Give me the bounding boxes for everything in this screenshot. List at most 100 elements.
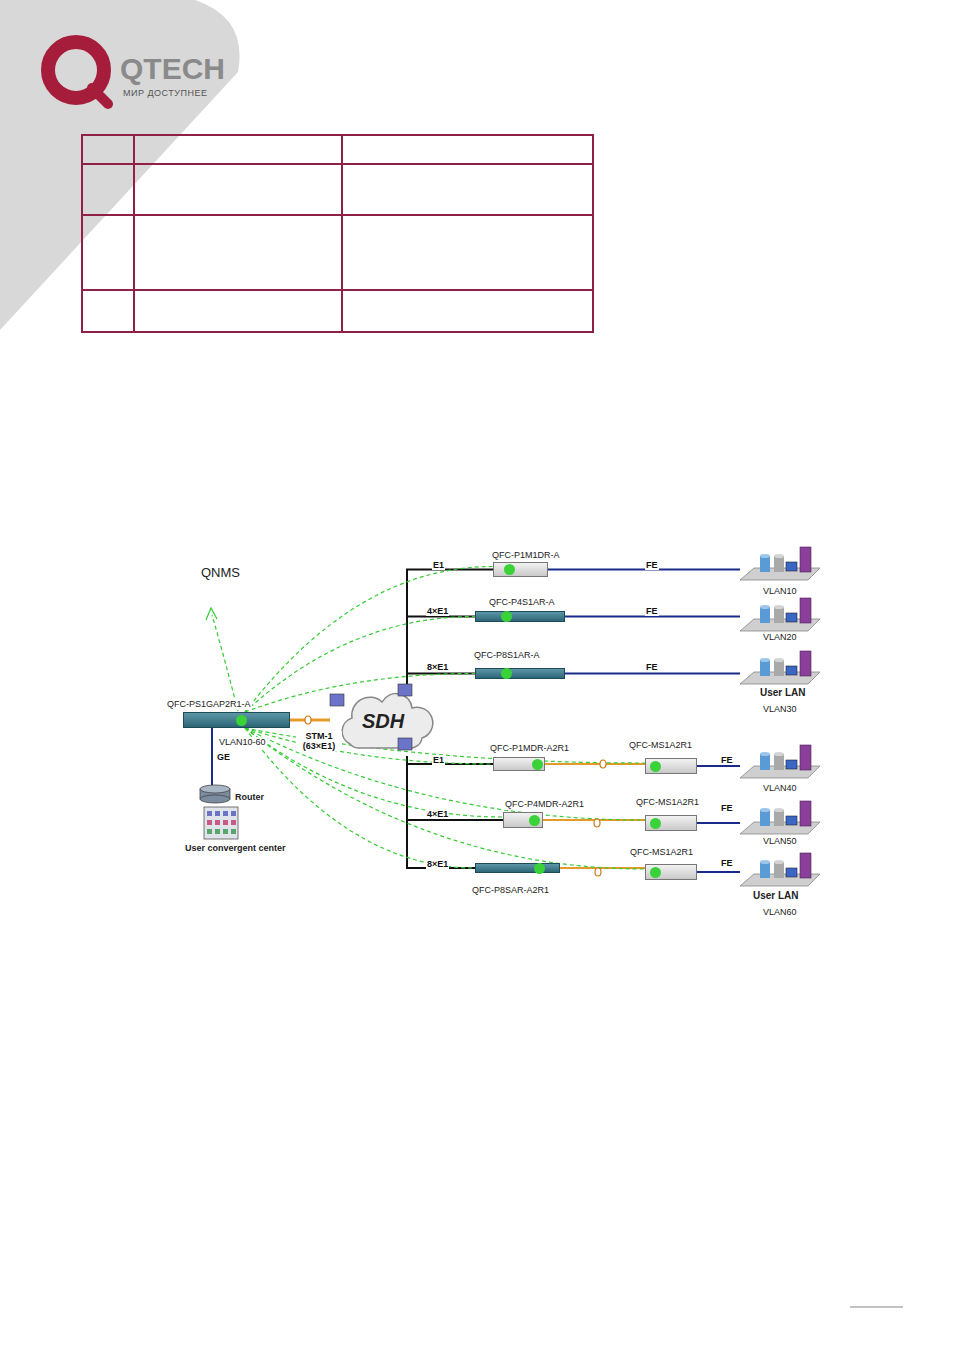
link-line bbox=[697, 871, 740, 873]
panel-key bbox=[215, 820, 220, 825]
panel-key bbox=[215, 829, 220, 834]
server-drum bbox=[760, 658, 770, 662]
device-node: QFC-P8S1AR-A bbox=[475, 668, 565, 679]
panel-key bbox=[207, 820, 212, 825]
router-top bbox=[200, 785, 230, 793]
fiber-symbol bbox=[595, 868, 601, 876]
tower-pc bbox=[800, 801, 811, 826]
lan-icon bbox=[740, 597, 820, 631]
server-drum bbox=[760, 808, 770, 812]
link-label: FE bbox=[645, 662, 659, 672]
qnms-link bbox=[212, 615, 238, 711]
management-link bbox=[245, 567, 493, 713]
server-drum bbox=[774, 860, 784, 864]
device-label: QFC-P4S1AR-A bbox=[488, 597, 556, 608]
device-node: QFC-P8SAR-A2R1 bbox=[475, 863, 560, 873]
cloud-shape bbox=[342, 694, 433, 749]
status-led bbox=[501, 668, 512, 679]
management-link bbox=[245, 617, 475, 713]
lan-icon bbox=[740, 744, 820, 778]
link-label: FE bbox=[720, 803, 734, 813]
panel-key bbox=[231, 811, 236, 816]
panel-key bbox=[231, 820, 236, 825]
panel-key bbox=[207, 811, 212, 816]
lan-icon bbox=[740, 546, 820, 580]
device-label: QFC-P8SAR-A2R1 bbox=[471, 885, 550, 896]
server-drum bbox=[774, 810, 784, 826]
server-drum bbox=[774, 752, 784, 756]
device-label: QFC-P8S1AR-A bbox=[473, 650, 541, 661]
lan-icon bbox=[740, 852, 820, 886]
lan-icon bbox=[740, 650, 820, 684]
device-node: QFC-P4S1AR-A bbox=[475, 611, 565, 622]
status-led bbox=[650, 867, 661, 878]
device-node: QFC-MS1A2R1 bbox=[645, 815, 697, 831]
device-node: VLAN40 bbox=[740, 744, 820, 778]
device-label: VLAN60 bbox=[762, 907, 798, 918]
text-label: QTECH bbox=[119, 53, 226, 85]
empty-table bbox=[82, 135, 593, 332]
link-line bbox=[697, 822, 740, 824]
panel-key bbox=[223, 811, 228, 816]
device-node: User LANVLAN60 bbox=[740, 852, 820, 886]
device-node: VLAN20 bbox=[740, 597, 820, 631]
page-rule bbox=[850, 1307, 903, 1308]
status-led bbox=[529, 815, 540, 826]
server-drum bbox=[760, 607, 770, 623]
server-drum bbox=[774, 556, 784, 572]
device-label: VLAN10 bbox=[762, 586, 798, 597]
device-label: QFC-PS1GAP2R1-A bbox=[166, 699, 252, 710]
tower-pc bbox=[800, 853, 811, 878]
fiber-symbol bbox=[600, 760, 606, 768]
device-node: User LANVLAN30 bbox=[740, 650, 820, 684]
server-drum bbox=[774, 660, 784, 676]
device-node: RouterUser convergent center bbox=[198, 785, 234, 840]
link-line bbox=[697, 765, 740, 767]
device-node: SDH bbox=[330, 686, 436, 756]
panel-key bbox=[223, 829, 228, 834]
link-line bbox=[560, 867, 645, 869]
qnms-arrowhead bbox=[206, 608, 217, 620]
server-drum bbox=[760, 556, 770, 572]
device-label: QFC-P4MDR-A2R1 bbox=[504, 799, 585, 810]
device-label: VLAN30 bbox=[762, 704, 798, 715]
device-label: VLAN50 bbox=[762, 836, 798, 847]
server-drum bbox=[774, 605, 784, 609]
device-label: QFC-MS1A2R1 bbox=[628, 740, 693, 751]
device-node: QFC-MS1A2R1 bbox=[645, 758, 697, 774]
panel-key bbox=[215, 811, 220, 816]
text-label: VLAN10-60 bbox=[218, 737, 267, 748]
link-label: FE bbox=[720, 858, 734, 868]
server-drum bbox=[774, 554, 784, 558]
server-drum bbox=[760, 660, 770, 676]
panel-key bbox=[223, 820, 228, 825]
device-label: User LAN bbox=[759, 687, 807, 698]
tower-pc bbox=[800, 598, 811, 623]
cloud-title: SDH bbox=[362, 709, 404, 733]
monitor bbox=[786, 868, 797, 877]
device-node: QFC-MS1A2R1 bbox=[645, 864, 697, 880]
logo-tail bbox=[92, 88, 108, 104]
sdh-node bbox=[398, 684, 412, 696]
server-drum bbox=[760, 862, 770, 878]
link-line bbox=[407, 756, 493, 764]
link-line bbox=[407, 756, 475, 868]
status-led bbox=[532, 759, 543, 770]
server-drum bbox=[774, 862, 784, 878]
server-drum bbox=[760, 554, 770, 558]
text-label: QNMS bbox=[200, 565, 241, 580]
fiber-symbol bbox=[305, 716, 311, 724]
link-line bbox=[211, 728, 213, 785]
device-label: VLAN40 bbox=[762, 783, 798, 794]
link-label: GE bbox=[216, 752, 231, 762]
monitor bbox=[786, 760, 797, 769]
server-drum bbox=[760, 754, 770, 770]
monitor bbox=[786, 562, 797, 571]
device-node: QFC-PS1GAP2R1-A bbox=[183, 712, 290, 728]
device-label: QFC-MS1A2R1 bbox=[629, 847, 694, 858]
device-label: QFC-MS1A2R1 bbox=[635, 797, 700, 808]
lan-icon bbox=[740, 800, 820, 834]
fiber-symbol bbox=[594, 819, 600, 827]
link-line bbox=[565, 673, 740, 675]
server-drum bbox=[760, 605, 770, 609]
